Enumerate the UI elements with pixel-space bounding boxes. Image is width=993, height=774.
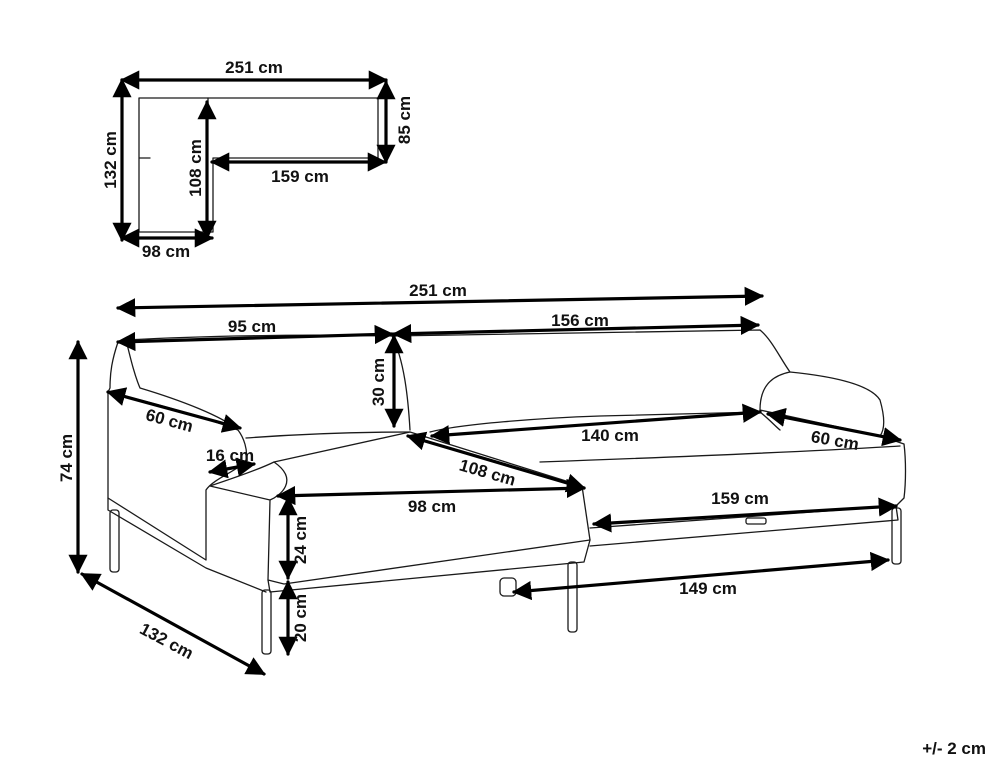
- dim-width-156: [392, 315, 760, 344]
- base-front: [267, 539, 591, 593]
- label-159: 159 cm: [711, 489, 769, 508]
- dim-arm-60-left: [106, 387, 242, 433]
- dim-width-159: [592, 497, 898, 533]
- leg-front-left: [261, 589, 272, 655]
- label-74: 74 cm: [57, 434, 76, 482]
- base-left: [107, 497, 267, 593]
- sofa-illustration: [107, 329, 907, 655]
- tolerance-note: +/- 2 cm: [922, 739, 986, 758]
- leg-front-right: [567, 561, 578, 633]
- dim-arm-60-right: [766, 407, 902, 447]
- label-149: 149 cm: [679, 579, 737, 598]
- label-top-85: 85 cm: [395, 96, 414, 144]
- seat-inner-left: [245, 431, 411, 439]
- dim-width-149: [512, 551, 890, 601]
- dim-arm-16: [208, 457, 256, 479]
- label-251: 251 cm: [409, 281, 467, 300]
- label-156: 156 cm: [551, 311, 609, 330]
- label-top-98: 98 cm: [142, 242, 190, 261]
- label-140: 140 cm: [581, 426, 639, 445]
- label-95: 95 cm: [228, 317, 276, 336]
- dim-width-251: [116, 286, 764, 318]
- leg-back-left: [109, 509, 120, 573]
- label-top-108: 108 cm: [186, 139, 205, 197]
- label-20: 20 cm: [291, 594, 310, 642]
- dim-width-140: [430, 403, 762, 445]
- leg-back-right: [891, 507, 902, 565]
- label-132: 132 cm: [137, 619, 197, 663]
- base-right: [589, 505, 899, 547]
- dim-depth-132: [80, 572, 266, 676]
- chaise-top: [209, 431, 591, 585]
- label-30: 30 cm: [369, 358, 388, 406]
- dim-width-95: [116, 324, 394, 352]
- label-top-159: 159 cm: [271, 167, 329, 186]
- sofa-dimensions: 251 cm 95 cm 156 cm 30 cm 60 cm 16 cm 10…: [57, 281, 902, 676]
- top-view-outline: [138, 97, 379, 233]
- label-top-251: 251 cm: [225, 58, 283, 77]
- label-24: 24 cm: [291, 516, 310, 564]
- top-view: 251 cm 132 cm 108 cm 85 cm 159 cm 98 cm: [101, 58, 414, 261]
- label-60-left: 60 cm: [144, 405, 195, 436]
- dim-width-98: [276, 478, 586, 506]
- label-16: 16 cm: [206, 446, 254, 465]
- label-98: 98 cm: [408, 497, 456, 516]
- label-top-132: 132 cm: [101, 131, 120, 189]
- bed-handle: [745, 517, 767, 525]
